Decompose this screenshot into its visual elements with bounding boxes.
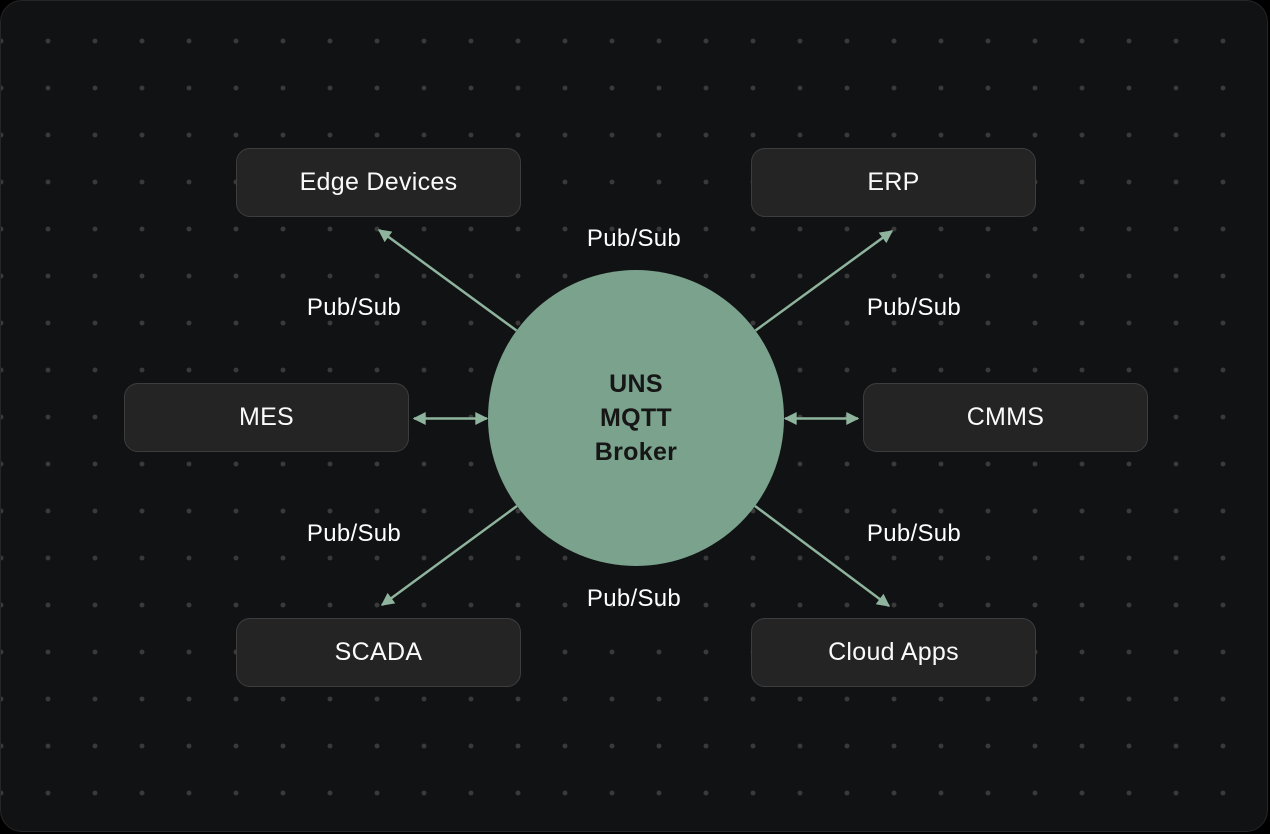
- node-erp: ERP: [751, 148, 1036, 217]
- hub-label-line-1: UNS: [609, 370, 663, 398]
- hub-label-line-3: Broker: [594, 438, 678, 466]
- node-cmms: CMMS: [863, 383, 1148, 452]
- hub-label: UNS MQTT Broker: [595, 367, 677, 469]
- hub-label-line-2: MQTT: [599, 404, 672, 432]
- arrow-broker-to-scada: [380, 504, 518, 607]
- node-mes: MES: [124, 383, 409, 452]
- node-mes-label: MES: [238, 403, 295, 431]
- pubsub-label-bottom-center: Pub/Sub: [586, 585, 682, 612]
- pubsub-label-upper-right: Pub/Sub: [866, 294, 962, 321]
- node-scada: SCADA: [236, 618, 521, 687]
- pubsub-label-top-center: Pub/Sub: [586, 225, 682, 252]
- node-erp-label: ERP: [867, 168, 920, 196]
- hub-uns-mqtt-broker: UNS MQTT Broker: [488, 270, 784, 566]
- node-scada-label: SCADA: [334, 638, 423, 666]
- node-edge-devices-label: Edge Devices: [299, 168, 458, 196]
- pubsub-label-lower-right: Pub/Sub: [866, 520, 962, 547]
- node-cmms-label: CMMS: [966, 403, 1045, 431]
- pubsub-label-lower-left: Pub/Sub: [306, 520, 402, 547]
- node-cloud-apps-label: Cloud Apps: [828, 638, 959, 666]
- pubsub-label-upper-left: Pub/Sub: [306, 294, 402, 321]
- node-edge-devices: Edge Devices: [236, 148, 521, 217]
- node-cloud-apps: Cloud Apps: [751, 618, 1036, 687]
